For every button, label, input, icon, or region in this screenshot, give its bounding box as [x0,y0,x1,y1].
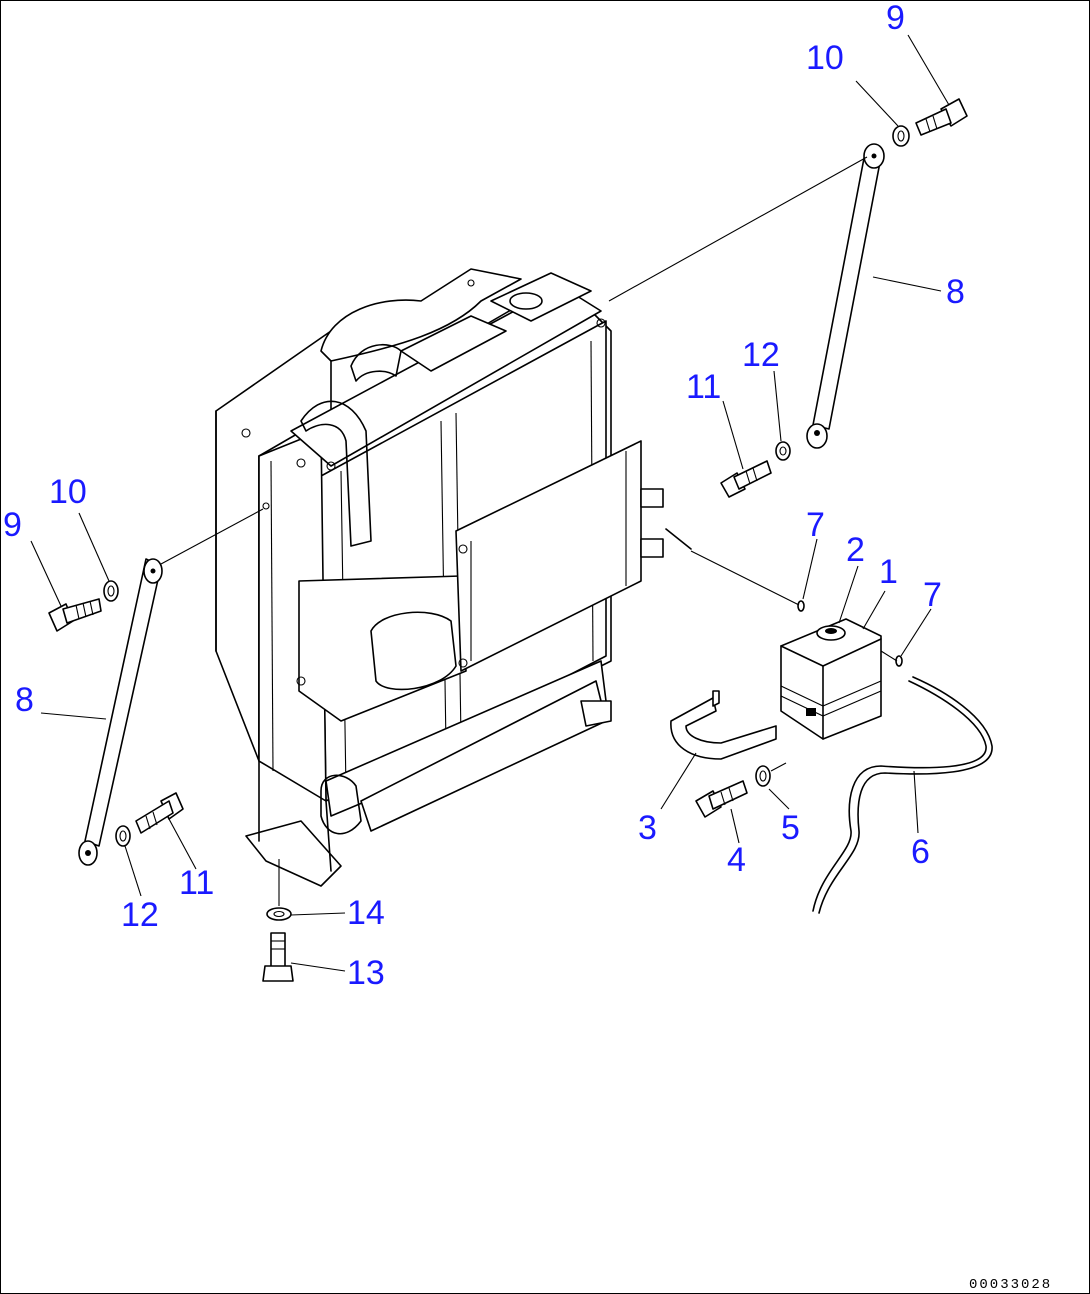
washer-left-10 [103,580,119,602]
radiator-cap [509,292,543,310]
washer-right-12 [775,441,791,461]
washer-14 [266,907,292,921]
bolt-4 [695,780,748,818]
bolt-13 [262,932,294,982]
callout-leaders [30,34,950,972]
callout-8-right: 8 [946,273,965,311]
callout-7-upper: 7 [806,506,825,544]
lower-hose [320,774,362,835]
callout-9-left: 9 [3,506,22,544]
callout-12-left: 12 [121,896,159,934]
washer-left-12 [115,825,131,847]
callout-14: 14 [347,894,385,932]
callout-7-lower: 7 [923,576,942,614]
callout-12-right: 12 [742,336,780,374]
callout-6: 6 [911,833,930,871]
bolt-right-9 [915,98,968,136]
callout-3: 3 [638,809,657,847]
callout-5: 5 [781,809,800,847]
callout-4: 4 [727,841,746,879]
cooler-fitting-lower [640,538,664,558]
upper-hose [300,400,372,547]
upper-hose-box [400,315,507,372]
callout-10-left: 10 [49,473,87,511]
leader-stay-right-to-frame [608,156,868,302]
leader-stay-left-to-frame [160,508,264,565]
front-mount-foot [245,820,342,887]
radiator-assembly [215,268,692,887]
stay-rod-right [806,143,885,449]
bolt-left-11 [135,792,184,834]
callout-1: 1 [879,553,898,591]
oil-cooler [455,440,642,672]
callout-13: 13 [347,954,385,992]
callout-8-left: 8 [15,681,34,719]
fan-shroud-top [320,268,522,362]
hose-clamp-7a [797,600,805,612]
washer-right-10 [892,125,910,147]
washer-5 [755,765,771,787]
callout-9-right: 9 [886,1,905,37]
callout-2: 2 [846,531,865,569]
reserve-tank [780,618,882,740]
bolt-right-11 [720,460,772,498]
rear-mount-foot [580,700,612,727]
callout-10-right: 10 [806,39,844,77]
cooler-fitting-upper [640,488,664,508]
callout-labels: 9 10 8 12 11 9 10 8 11 12 14 13 7 2 1 7 … [3,1,965,992]
callout-11-right: 11 [686,368,721,406]
overflow-hose-6 [812,680,987,912]
stay-rod-left [78,558,163,866]
bolt-left-9 [48,598,102,632]
drawing-number: 00033028 [969,1277,1052,1293]
tank-bracket-3 [670,690,777,760]
callout-11-left: 11 [179,864,214,902]
